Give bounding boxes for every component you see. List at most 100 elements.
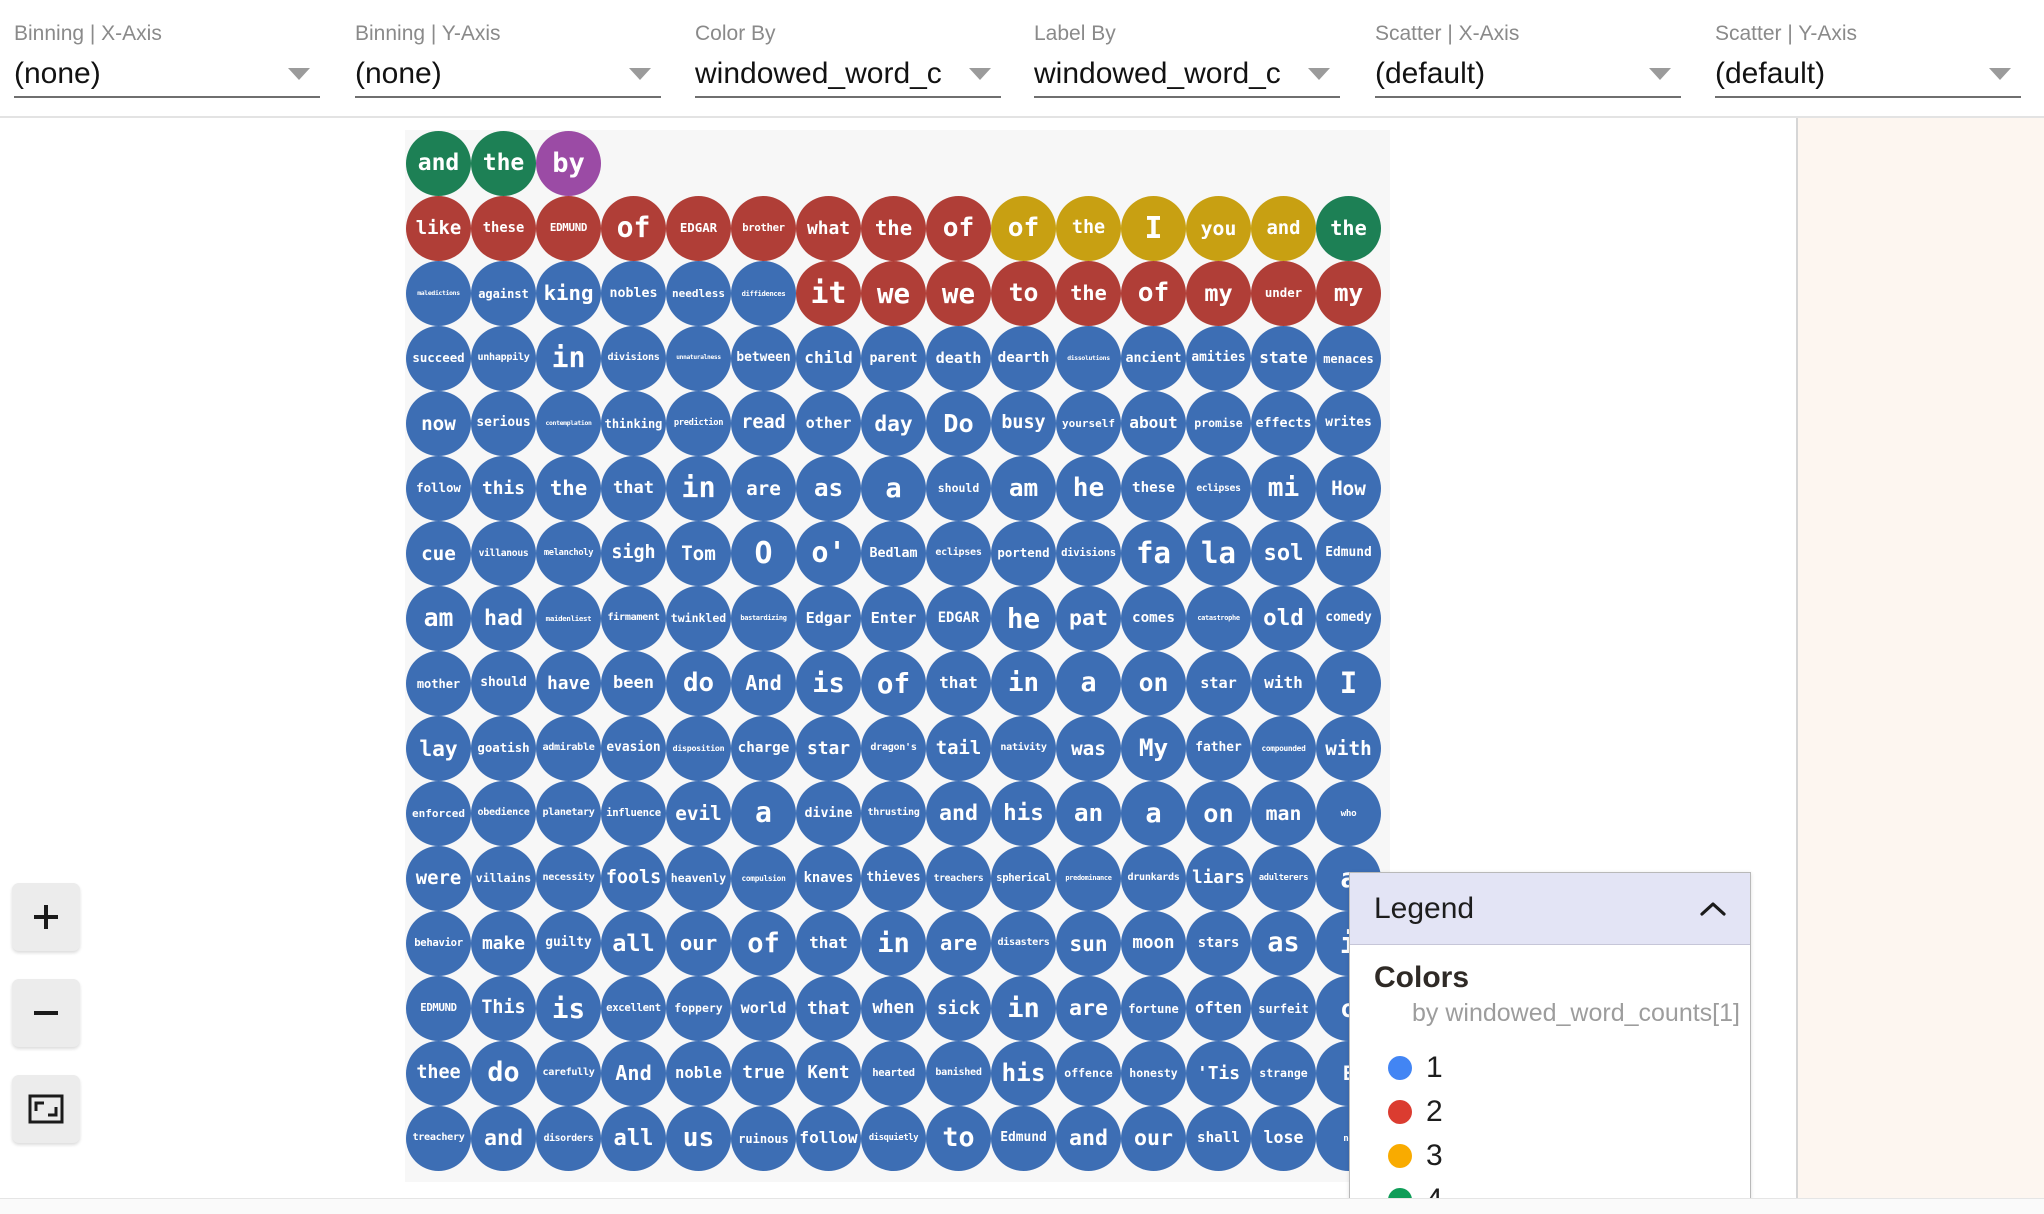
bubble-point[interactable]: mi [1251, 456, 1316, 521]
bubble-point[interactable]: noble [666, 1041, 731, 1106]
bubble-point[interactable]: disquietly [861, 1106, 926, 1171]
bubble-point[interactable]: I [1316, 651, 1381, 716]
bubble-point[interactable]: bastardizing [731, 586, 796, 651]
bubble-point[interactable]: carefully [536, 1041, 601, 1106]
bubble-point[interactable]: O [731, 521, 796, 586]
bubble-point[interactable]: on [1186, 781, 1251, 846]
bubble-point[interactable]: necessity [536, 846, 601, 911]
bubble-point[interactable]: divisions [601, 326, 666, 391]
bubble-point[interactable]: menaces [1316, 326, 1381, 391]
bubble-point[interactable]: of [991, 196, 1056, 261]
bubble-point[interactable]: had [471, 586, 536, 651]
bubble-point[interactable]: villanous [471, 521, 536, 586]
bubble-point[interactable]: by [536, 131, 601, 196]
bubble-point[interactable]: lose [1251, 1106, 1316, 1171]
bubble-point[interactable]: my [1186, 261, 1251, 326]
bubble-point[interactable]: a [861, 456, 926, 521]
bubble-point[interactable]: been [601, 651, 666, 716]
bubble-point[interactable]: thee [406, 1041, 471, 1106]
bubble-point[interactable]: are [926, 911, 991, 976]
bubble-point[interactable]: melancholy [536, 521, 601, 586]
legend-panel[interactable]: Legend Colors by windowed_word_counts[1]… [1349, 872, 1751, 1198]
bubble-point[interactable]: were [406, 846, 471, 911]
legend-item[interactable]: 4 [1388, 1178, 1726, 1198]
bubble-point[interactable]: on [1121, 651, 1186, 716]
bubble-point[interactable]: sol [1251, 521, 1316, 586]
bubble-point[interactable]: contemplation [536, 391, 601, 456]
bubble-point[interactable]: the [1056, 261, 1121, 326]
bubble-point[interactable]: amities [1186, 326, 1251, 391]
bubble-point[interactable]: honesty [1121, 1041, 1186, 1106]
bubble-point[interactable]: o' [796, 521, 861, 586]
bubble-point[interactable]: should [926, 456, 991, 521]
bubble-point[interactable]: guilty [536, 911, 601, 976]
bubble-point[interactable]: EDGAR [666, 196, 731, 261]
bubble-point[interactable]: sigh [601, 521, 666, 586]
bubble-point[interactable]: in [991, 976, 1056, 1041]
bubble-point[interactable]: Kent [796, 1041, 861, 1106]
bubble-point[interactable]: catastrophe [1186, 586, 1251, 651]
bubble-point[interactable]: lay [406, 716, 471, 781]
bubble-point[interactable]: disorders [536, 1106, 601, 1171]
fit-to-screen-button[interactable] [12, 1075, 80, 1143]
bubble-point[interactable]: all [601, 911, 666, 976]
bubble-point[interactable]: and [471, 1106, 536, 1171]
bubble-point[interactable]: my [1316, 261, 1381, 326]
bubble-point[interactable]: My [1121, 716, 1186, 781]
bubble-point[interactable]: excellent [601, 976, 666, 1041]
bubble-point[interactable]: divine [796, 781, 861, 846]
bubble-point[interactable]: prediction [666, 391, 731, 456]
bubble-point[interactable]: was [1056, 716, 1121, 781]
bubble-point[interactable]: parent [861, 326, 926, 391]
bubble-point[interactable]: eclipses [926, 521, 991, 586]
bubble-point[interactable]: is [796, 651, 861, 716]
bubble-point[interactable]: against [471, 261, 536, 326]
bubble-point[interactable]: eclipses [1186, 456, 1251, 521]
bubble-point[interactable]: these [471, 196, 536, 261]
bubble-point[interactable]: of [601, 196, 666, 261]
bubble-point[interactable]: EDMUND [536, 196, 601, 261]
bubble-point[interactable]: now [406, 391, 471, 456]
bubble-point[interactable]: the [471, 131, 536, 196]
bubble-point[interactable]: in [991, 651, 1056, 716]
bubble-point[interactable]: are [1056, 976, 1121, 1041]
chevron-up-icon[interactable] [1698, 899, 1728, 919]
bubble-point[interactable]: EDMUND [406, 976, 471, 1041]
chevron-down-icon[interactable] [629, 68, 651, 80]
bubble-point[interactable]: obedience [471, 781, 536, 846]
bubble-point[interactable]: the [1056, 196, 1121, 261]
bubble-point[interactable]: father [1186, 716, 1251, 781]
bubble-point[interactable]: to [991, 261, 1056, 326]
bubble-point[interactable]: that [796, 911, 861, 976]
bubble-point[interactable]: thinking [601, 391, 666, 456]
select-color-by[interactable]: Color By windowed_word_c [695, 22, 1001, 98]
bubble-point[interactable]: an [1056, 781, 1121, 846]
bubble-point[interactable]: a [1056, 651, 1121, 716]
bubble-point[interactable]: How [1316, 456, 1381, 521]
bubble-point[interactable]: twinkled [666, 586, 731, 651]
bubble-point[interactable]: comedy [1316, 586, 1381, 651]
bubble-point[interactable]: pat [1056, 586, 1121, 651]
bubble-point[interactable]: read [731, 391, 796, 456]
select-binning-y-axis[interactable]: Binning | Y-Axis (none) [355, 22, 661, 98]
chevron-down-icon[interactable] [969, 68, 991, 80]
bubble-point[interactable]: and [926, 781, 991, 846]
bubble-point[interactable]: like [406, 196, 471, 261]
bubble-point[interactable]: yourself [1056, 391, 1121, 456]
bubble-point[interactable]: diffidences [731, 261, 796, 326]
bubble-point[interactable]: to [926, 1106, 991, 1171]
bubble-point[interactable]: do [471, 1041, 536, 1106]
bubble-point[interactable]: serious [471, 391, 536, 456]
bubble-point[interactable]: a [731, 781, 796, 846]
bubble-point[interactable]: in [536, 326, 601, 391]
bubble-point[interactable]: Edmund [1316, 521, 1381, 586]
bubble-point[interactable]: our [1121, 1106, 1186, 1171]
bubble-point[interactable]: nativity [991, 716, 1056, 781]
bubble-point[interactable]: man [1251, 781, 1316, 846]
bubble-point[interactable]: star [1186, 651, 1251, 716]
bubble-point[interactable]: fools [601, 846, 666, 911]
bubble-point[interactable]: goatish [471, 716, 536, 781]
bubble-point[interactable]: And [731, 651, 796, 716]
bubble-point[interactable]: state [1251, 326, 1316, 391]
